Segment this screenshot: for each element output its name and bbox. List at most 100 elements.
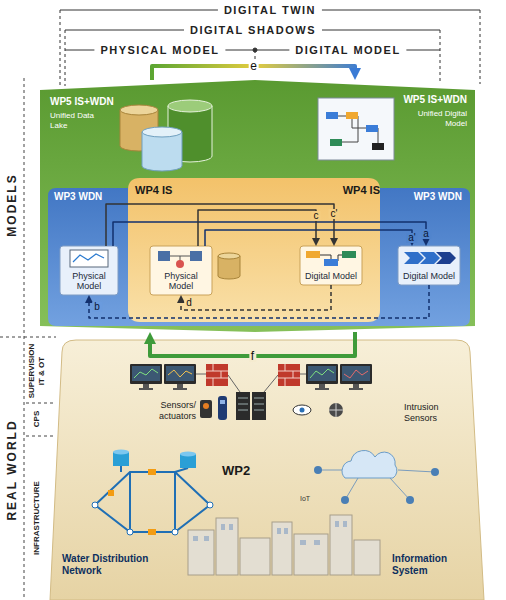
valve [108, 490, 114, 496]
monitor [310, 369, 334, 378]
valve [127, 529, 133, 535]
monitor [306, 364, 338, 384]
device-label: Intrusion Sensors [404, 402, 466, 424]
side-rail [26, 436, 56, 437]
monitor [164, 364, 196, 384]
edge-label: d [184, 298, 194, 308]
scope-heading: PHYSICAL MODEL [94, 44, 225, 57]
monitor [349, 388, 363, 390]
model-icon [436, 252, 456, 264]
connector [181, 285, 331, 310]
work-package-panel-outline [255, 80, 475, 332]
building-window [193, 536, 198, 541]
valve [92, 502, 98, 508]
it-network [342, 451, 397, 478]
data-lake-cylinders [142, 127, 182, 137]
buildings [294, 534, 328, 575]
edge-label: a' [406, 233, 417, 243]
bracket-dash [440, 30, 441, 84]
digital-model-screen [326, 112, 338, 119]
digital-model-screen [318, 98, 394, 160]
work-package-panel-outline [40, 80, 255, 332]
valve [148, 529, 156, 535]
it-network [314, 466, 322, 474]
scope-heading: DIGITAL SHADOWS [184, 24, 322, 37]
edge-label: a [421, 229, 431, 239]
valve [92, 469, 213, 535]
scope-heading: DIGITAL TWIN [218, 4, 322, 17]
monitor [130, 364, 372, 390]
digital-model-screen [346, 112, 358, 119]
monitor [143, 384, 149, 388]
work-package-label: WP2 [222, 463, 250, 479]
panel-title: WP4 IS [263, 184, 380, 197]
firewall [278, 364, 300, 386]
monitor [353, 384, 359, 388]
device-label: Sensors/ actuators [134, 400, 196, 422]
model-icon [70, 250, 108, 267]
building-window [343, 521, 347, 527]
panel-title: WP5 IS+WDN [50, 96, 255, 108]
firewall [278, 364, 300, 386]
monitor [130, 364, 162, 384]
side-rail [24, 78, 25, 600]
server [252, 392, 266, 420]
monitor [173, 388, 187, 390]
monitor [177, 384, 183, 388]
side-rail [0, 337, 56, 338]
data-lake-cylinders [120, 100, 212, 171]
water-tank [180, 452, 196, 457]
valve [172, 529, 178, 535]
sublayer-label: CPS [32, 411, 42, 427]
layer-label: REAL WORLD [5, 419, 19, 520]
buildings [188, 530, 214, 575]
model-card-outline [300, 246, 362, 285]
model-icon [73, 254, 104, 262]
side-rail [0, 78, 56, 600]
data-lake-cylinders [168, 100, 212, 112]
connector [113, 222, 426, 246]
buildings [188, 515, 380, 575]
system-label: Information System [392, 553, 472, 577]
database-cylinder [218, 253, 240, 259]
buildings [354, 540, 380, 575]
is-panel-outline [128, 178, 255, 322]
bracket-dash [65, 30, 66, 86]
system-label: Water Distribution Network [62, 553, 177, 577]
buildings [272, 522, 292, 575]
firewall [206, 364, 300, 386]
model-card: Digital Model [398, 246, 460, 285]
model-icon [70, 250, 456, 268]
real-world-ground [50, 340, 484, 600]
monitor [340, 364, 372, 384]
panel-title: Unified Data Lake [50, 111, 106, 131]
firewall [206, 364, 228, 386]
building-window [193, 521, 347, 545]
data-lake-cylinders [142, 132, 182, 171]
monitor [132, 366, 160, 381]
database-cylinder [218, 253, 240, 279]
header-bracket [60, 10, 480, 86]
monitor [319, 384, 325, 388]
model-icon [190, 251, 202, 261]
water-tank [113, 450, 196, 469]
bracket-dash [480, 10, 481, 84]
sensor-icon [218, 396, 227, 420]
layer-label: MODELS [5, 173, 19, 236]
panel-title: WP5 IS+WDN [255, 94, 467, 106]
edge-label: f [249, 350, 256, 362]
sublayer-label: SUPERVISION IT & OT [27, 340, 47, 402]
monitor [344, 370, 368, 378]
monitor [134, 369, 158, 378]
building-window [229, 524, 233, 530]
water-network [95, 466, 210, 532]
monitor [315, 388, 329, 390]
building-window [284, 528, 288, 534]
model-name: Digital Model [302, 271, 360, 281]
monitor [166, 366, 194, 381]
panel-title: WP4 IS [135, 184, 255, 197]
monitor [139, 388, 153, 390]
model-icon [420, 252, 440, 264]
